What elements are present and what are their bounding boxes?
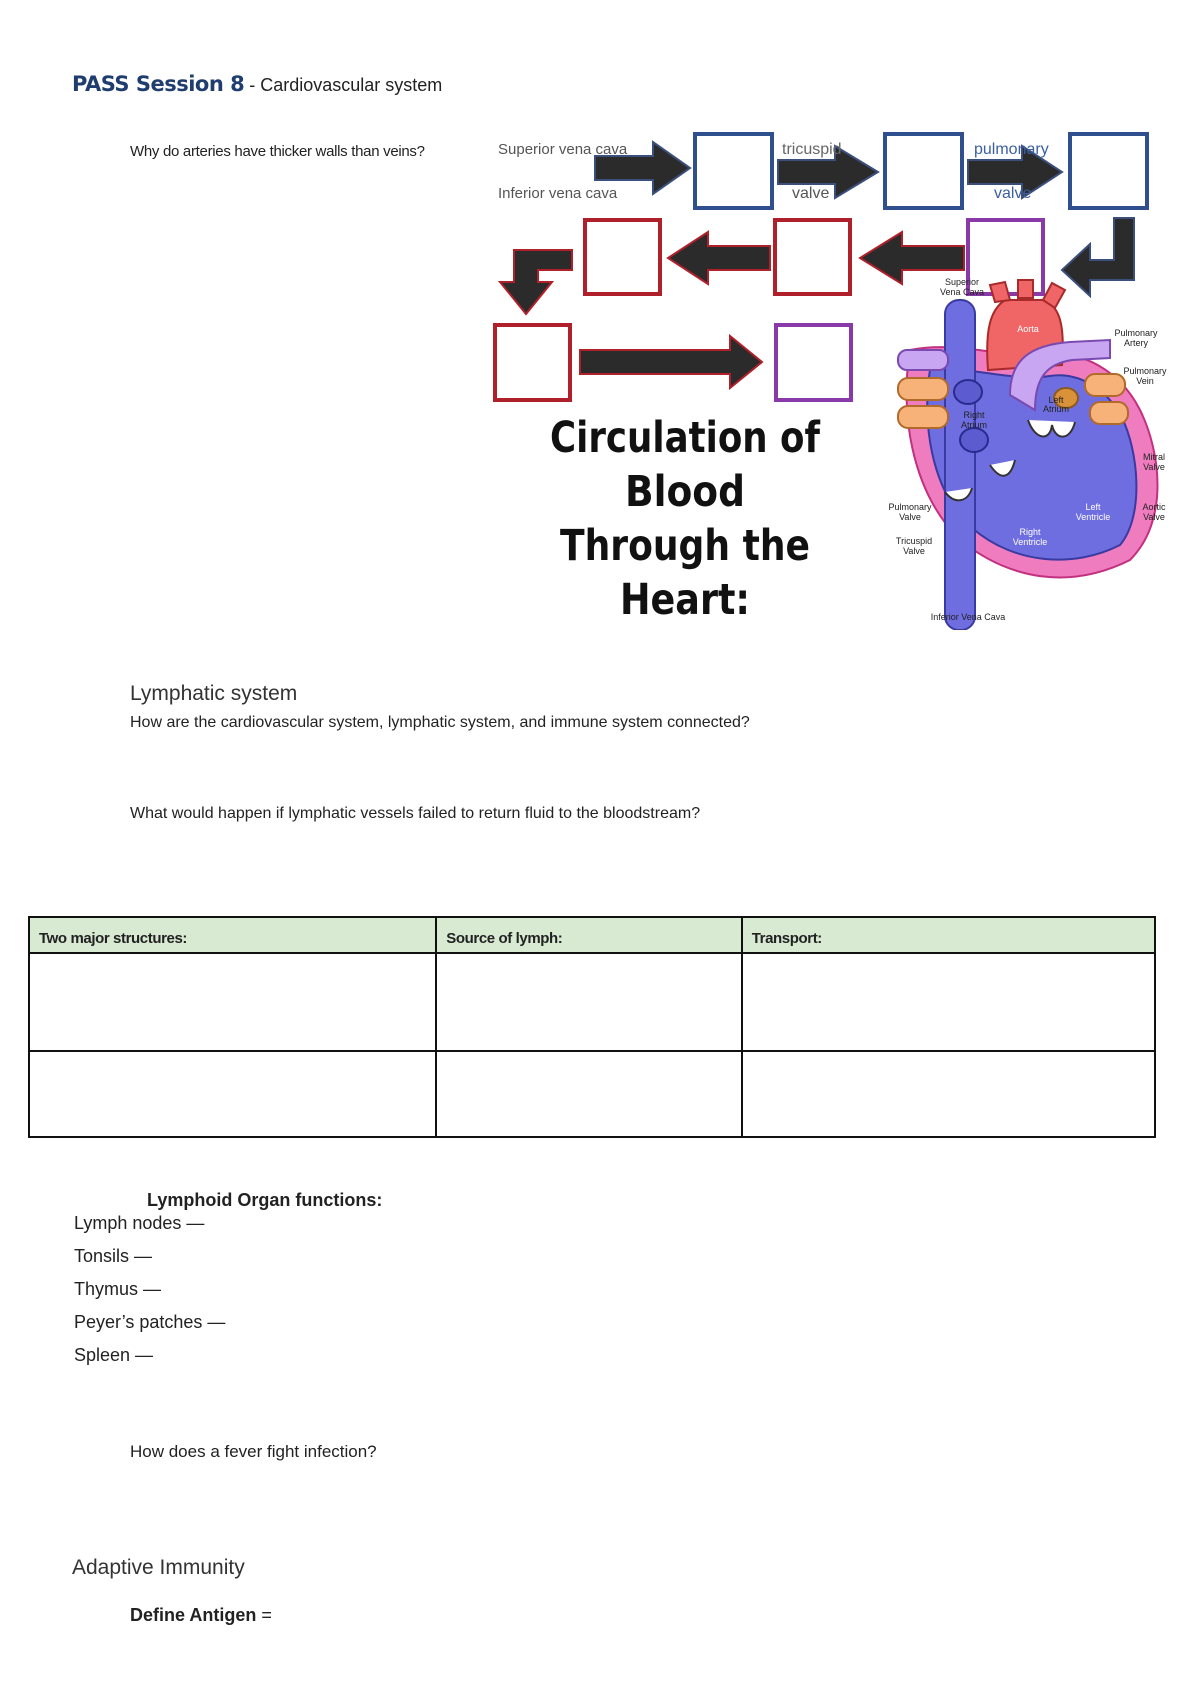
diagram-title-line-1: Circulation of	[550, 413, 821, 463]
box-left-ventricle	[583, 218, 662, 296]
table-header-transport: Transport:	[740, 916, 1157, 954]
title-separator: -	[244, 75, 261, 95]
arrow-right-1	[594, 140, 692, 196]
table-cell[interactable]	[740, 1050, 1157, 1138]
diagram-title-line-2: Blood	[625, 467, 745, 517]
question-connected: How are the cardiovascular system, lymph…	[130, 714, 750, 731]
arrow-left-1	[858, 230, 965, 286]
question-arteries: Why do arteries have thicker walls than …	[130, 143, 425, 160]
table-cell[interactable]	[435, 952, 743, 1052]
table-row	[27, 1050, 1157, 1138]
box-left-atrium	[773, 218, 852, 296]
arrow-right-2	[777, 144, 880, 200]
define-antigen-label: Define Antigen	[130, 1605, 257, 1625]
box-pulmonary-artery	[1068, 132, 1149, 210]
heart-label-pv-1: Pulmonary	[1123, 366, 1167, 376]
heart-label-la-2: Atrium	[1043, 404, 1069, 414]
heart-illustration: Superior Vena Cava Aorta Pulmonary Arter…	[888, 277, 1167, 630]
organ-spleen: Spleen —	[74, 1345, 154, 1365]
heart-label-av-1: Aortic	[1142, 502, 1166, 512]
heart-label-pulv-2: Valve	[899, 512, 921, 522]
heart-label-pa-2: Artery	[1124, 338, 1149, 348]
organ-peyers-patches: Peyer’s patches —	[74, 1312, 226, 1332]
heart-label-mv-2: Valve	[1143, 462, 1165, 472]
heart-label-lv-2: Ventricle	[1076, 512, 1111, 522]
page-title: PASS Session 8 - Cardiovascular system	[72, 72, 442, 97]
heart-label-tv-1: Tricuspid	[896, 536, 932, 546]
heart-label-pulv-1: Pulmonary	[888, 502, 932, 512]
heart-label-pv-2: Vein	[1136, 376, 1154, 386]
lymphatic-heading: Lymphatic system	[130, 682, 298, 705]
table-header-structures: Two major structures:	[27, 916, 438, 954]
heart-label-tv-2: Valve	[903, 546, 925, 556]
organ-tonsils: Tonsils —	[74, 1246, 153, 1266]
box-right-ventricle	[883, 132, 964, 210]
heart-label-rv-1: Right	[1019, 527, 1041, 537]
box-right-atrium	[693, 132, 774, 210]
box-body	[774, 323, 853, 402]
lymphoid-heading: Lymphoid Organ functions:	[147, 1190, 383, 1210]
label-valve-2: valve	[994, 185, 1031, 202]
lymph-table: Two major structures: Source of lymph: T…	[27, 916, 1157, 1138]
label-inferior-vena-cava: Inferior vena cava	[498, 185, 618, 202]
label-pulmonary: pulmonary	[974, 141, 1049, 158]
organ-thymus: Thymus —	[74, 1279, 162, 1299]
heart-label-ra-1: Right	[963, 410, 985, 420]
arrow-right-4	[579, 333, 764, 391]
label-tricuspid: tricuspid	[782, 141, 842, 158]
adaptive-heading: Adaptive Immunity	[72, 1556, 245, 1579]
table-cell[interactable]	[27, 952, 438, 1052]
heart-label-mv-1: Mitral	[1143, 452, 1165, 462]
table-header-source: Source of lymph:	[435, 916, 743, 954]
arrow-down-to-aorta	[497, 249, 573, 316]
organ-lymph-nodes: Lymph nodes —	[74, 1213, 205, 1233]
heart-label-la-1: Left	[1048, 395, 1064, 405]
arrow-down-left	[1060, 217, 1135, 299]
session-topic: Cardiovascular system	[260, 75, 443, 95]
table-cell[interactable]	[27, 1050, 438, 1138]
heart-label-pa-1: Pulmonary	[1114, 328, 1158, 338]
table-header-row: Two major structures: Source of lymph: T…	[27, 916, 1157, 954]
diagram-title-line-3: Through the	[560, 521, 810, 571]
heart-label-rv-2: Ventricle	[1013, 537, 1048, 547]
heart-label-av-2: Valve	[1143, 512, 1165, 522]
heart-label-ivc: Inferior Vena Cava	[931, 612, 1006, 622]
box-aorta	[493, 323, 572, 402]
diagram-title-line-4: Heart:	[620, 575, 750, 625]
table-cell[interactable]	[740, 952, 1157, 1052]
define-antigen: Define Antigen =	[130, 1605, 272, 1626]
session-label: PASS Session 8	[72, 72, 245, 96]
heart-label-svc-2: Vena Cava	[940, 287, 984, 297]
circulation-diagram: Superior vena cava Inferior vena cava tr…	[493, 132, 1167, 630]
table-cell[interactable]	[435, 1050, 743, 1138]
heart-label-lv-1: Left	[1085, 502, 1101, 512]
question-fever: How does a fever fight infection?	[130, 1442, 377, 1461]
heart-label-ra-2: Atrium	[961, 420, 987, 430]
heart-label-aorta: Aorta	[1017, 324, 1039, 334]
question-fail: What would happen if lymphatic vessels f…	[130, 805, 701, 822]
label-valve-1: valve	[792, 185, 829, 202]
define-antigen-suffix: =	[256, 1605, 272, 1625]
arrow-left-2	[666, 230, 771, 286]
label-superior-vena-cava: Superior vena cava	[498, 141, 628, 158]
heart-label-svc-1: Superior	[945, 277, 979, 287]
table-row	[27, 952, 1157, 1052]
arrow-right-3	[967, 144, 1064, 200]
